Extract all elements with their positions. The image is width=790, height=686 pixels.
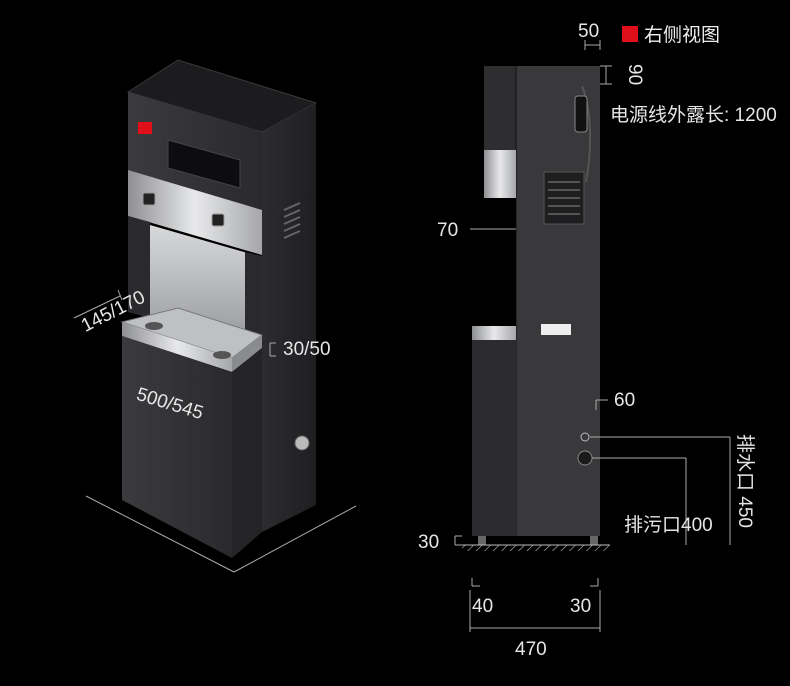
- dim-tap-offset: 70: [437, 220, 459, 241]
- dim-foot-left: 40: [472, 596, 494, 617]
- brand-logo-icon: [138, 122, 152, 134]
- machine-side-view: [454, 40, 731, 632]
- dim-right-offset: 60: [614, 390, 636, 411]
- dim-drain-port: 排水口 450: [734, 434, 755, 528]
- dim-floor-gap: 30: [418, 532, 440, 553]
- dim-power-cord: 电源线外露长: 1200: [610, 105, 777, 126]
- dim-top-offset: 50: [578, 21, 600, 42]
- control-panel: [167, 139, 241, 189]
- view-legend: 右侧视图: [622, 20, 720, 47]
- legend-label: 右侧视图: [644, 25, 721, 46]
- legend-swatch: [622, 25, 638, 42]
- dim-top-drop: 90: [624, 64, 645, 86]
- machine-3d-view: [73, 59, 357, 573]
- dim-side-inset: 30/50: [283, 339, 331, 360]
- dim-sewage-port: 排污口400: [624, 515, 713, 536]
- dim-total-depth: 470: [515, 639, 547, 660]
- dim-foot-right: 30: [570, 596, 592, 617]
